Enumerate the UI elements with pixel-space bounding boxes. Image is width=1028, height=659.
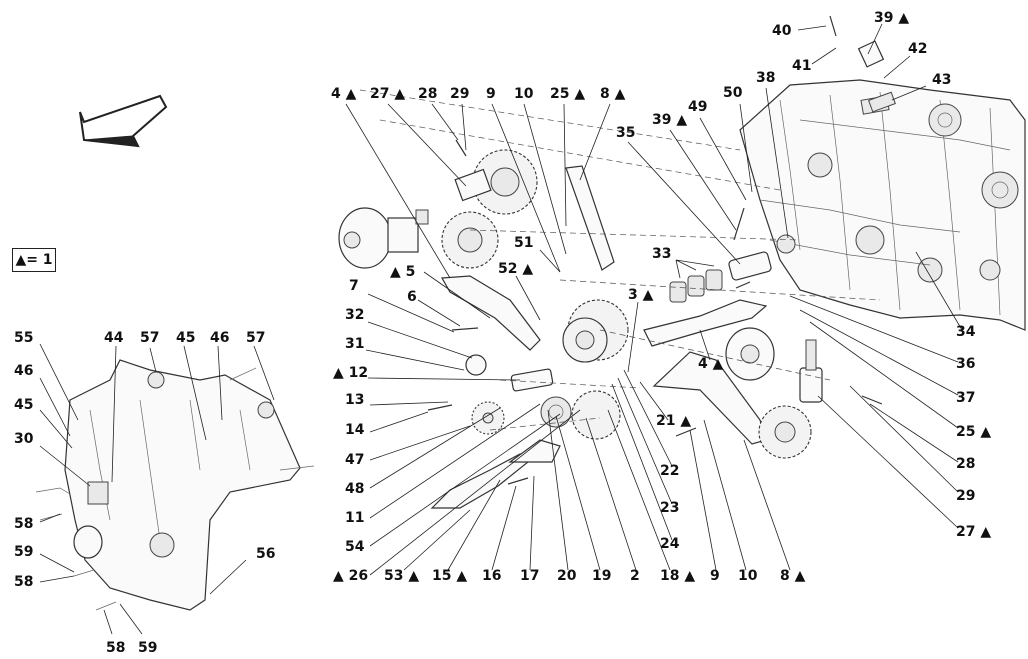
engine-block-drawing <box>739 79 1026 331</box>
label-27-top: 27 ▲ <box>370 86 405 102</box>
label-15: 15 ▲ <box>432 568 467 584</box>
label-10-top: 10 <box>514 86 534 102</box>
label-58-mid: 58 <box>14 574 33 590</box>
label-3: 3 ▲ <box>628 287 654 303</box>
label-38: 38 <box>756 70 775 86</box>
label-23: 23 <box>660 500 679 516</box>
label-34: 34 <box>956 324 976 340</box>
legend-box: ▲= 1 <box>12 248 56 272</box>
label-48: 48 <box>345 481 364 497</box>
label-41: 41 <box>792 58 811 74</box>
label-44: 44 <box>104 330 124 346</box>
label-32: 32 <box>345 307 364 323</box>
label-27-right: 27 ▲ <box>956 524 991 540</box>
label-18: 18 ▲ <box>660 568 695 584</box>
label-58-upper: 58 <box>14 516 33 532</box>
label-4-mid: 4 ▲ <box>698 356 724 372</box>
timing-cover-drawing <box>35 359 315 611</box>
label-10-bottom: 10 <box>738 568 758 584</box>
label-12: ▲ 12 <box>333 365 368 381</box>
label-45-left: 45 <box>14 397 33 413</box>
label-13: 13 <box>345 392 364 408</box>
label-25-right: 25 ▲ <box>956 424 991 440</box>
label-40: 40 <box>772 23 792 39</box>
label-54: 54 <box>345 539 365 555</box>
label-39-top: 39 ▲ <box>874 10 909 26</box>
leader-lines <box>39 23 963 635</box>
label-20: 20 <box>557 568 577 584</box>
label-17: 17 <box>520 568 539 584</box>
label-4-top: 4 ▲ <box>331 86 357 102</box>
label-55: 55 <box>14 330 33 346</box>
label-25-top: 25 ▲ <box>550 86 585 102</box>
label-29-right: 29 <box>956 488 975 504</box>
label-24: 24 <box>660 536 680 552</box>
label-31: 31 <box>345 336 364 352</box>
label-57-right: 57 <box>246 330 265 346</box>
label-53: 53 ▲ <box>384 568 419 584</box>
label-28-top: 28 <box>418 86 437 102</box>
label-42: 42 <box>908 41 927 57</box>
timing-gear-assembly <box>338 15 896 509</box>
label-59-bottom: 59 <box>138 640 157 656</box>
label-46-top: 46 <box>210 330 229 346</box>
label-45-top: 45 <box>176 330 195 346</box>
label-37: 37 <box>956 390 975 406</box>
label-29-top: 29 <box>450 86 469 102</box>
label-28-right: 28 <box>956 456 975 472</box>
label-8-top: 8 ▲ <box>600 86 626 102</box>
label-2: 2 <box>630 568 640 584</box>
label-7: 7 <box>349 278 359 294</box>
label-56: 56 <box>256 546 275 562</box>
label-59-left: 59 <box>14 544 33 560</box>
label-11: 11 <box>345 510 364 526</box>
label-22: 22 <box>660 463 679 479</box>
label-43: 43 <box>932 72 951 88</box>
label-36: 36 <box>956 356 975 372</box>
label-14: 14 <box>345 422 365 438</box>
label-5: ▲ 5 <box>390 264 415 280</box>
label-9-top: 9 <box>486 86 496 102</box>
part-labels: 40 39 ▲ 42 41 43 38 50 49 39 ▲ 35 4 ▲ 27… <box>14 10 991 656</box>
label-35: 35 <box>616 125 635 141</box>
label-51: 51 <box>514 235 533 251</box>
label-8-bottom: 8 ▲ <box>780 568 806 584</box>
label-46-left: 46 <box>14 363 33 379</box>
direction-arrow-icon <box>79 94 168 148</box>
label-49: 49 <box>688 99 707 115</box>
label-19: 19 <box>592 568 611 584</box>
label-47: 47 <box>345 452 364 468</box>
label-21: 21 ▲ <box>656 413 691 429</box>
label-30: 30 <box>14 431 34 447</box>
label-58-bottom: 58 <box>106 640 125 656</box>
label-26: ▲ 26 <box>333 568 368 584</box>
label-39-mid: 39 ▲ <box>652 112 687 128</box>
label-33: 33 <box>652 246 671 262</box>
label-6: 6 <box>407 289 417 305</box>
label-16: 16 <box>482 568 501 584</box>
label-9-bottom: 9 <box>710 568 720 584</box>
label-50: 50 <box>723 85 743 101</box>
label-57-left: 57 <box>140 330 159 346</box>
label-52: 52 ▲ <box>498 261 533 277</box>
